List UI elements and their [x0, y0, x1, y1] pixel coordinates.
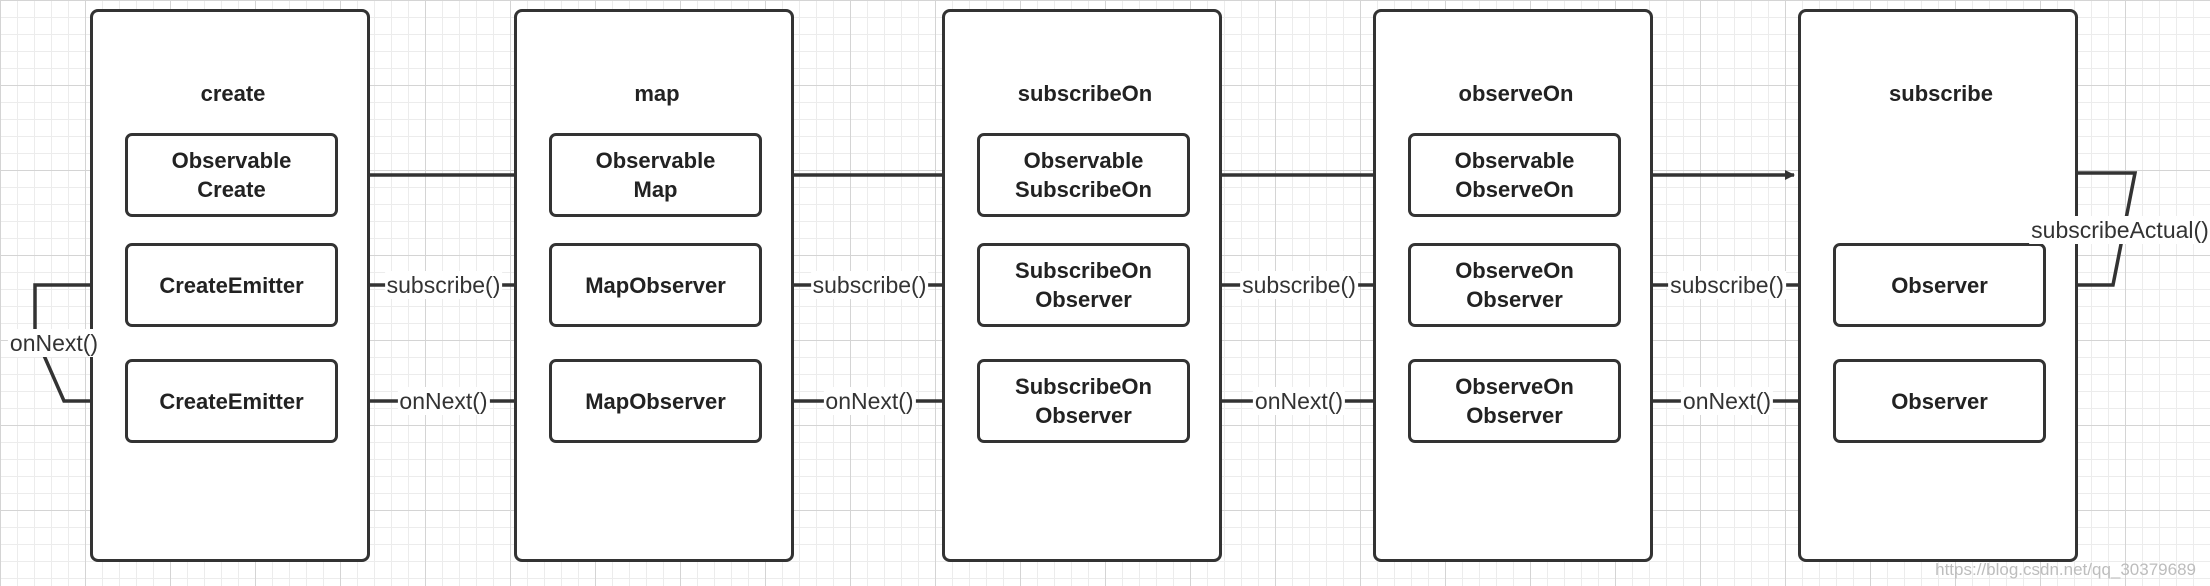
watermark: https://blog.csdn.net/qq_30379689	[1935, 560, 2196, 579]
label-onnext: onNext()	[397, 387, 490, 415]
node-label-line: Observer	[1035, 287, 1132, 312]
node-label-line: Observable	[171, 148, 292, 173]
node-label-line: Observable	[595, 148, 716, 173]
node-create-emitter-onnext: CreateEmitter	[125, 359, 338, 443]
node-label-line: Observer	[1891, 388, 1988, 414]
node-label-line: ObserveOn	[1455, 258, 1574, 283]
node-label-line: Observable	[1454, 148, 1575, 173]
node-map-emitter-subscribe: MapObserver	[549, 243, 762, 327]
label-subscribe: subscribe()	[810, 271, 929, 299]
node-label-line: SubscribeOn	[1015, 374, 1152, 399]
label-subscribe: subscribe()	[384, 271, 503, 299]
node-label-line: Observable	[1023, 148, 1144, 173]
node-label-line: Map	[633, 177, 678, 202]
column-title: subscribeOn	[1017, 81, 1153, 106]
node-label-line: MapObserver	[585, 388, 726, 414]
node-label-line: Create	[197, 177, 266, 202]
node-label-line: ObserveOn	[1455, 177, 1574, 202]
node-label-line: SubscribeOn	[1015, 177, 1152, 202]
node-label-line: CreateEmitter	[159, 272, 304, 298]
column-title: create	[200, 81, 266, 106]
node-create-emitter-subscribe: CreateEmitter	[125, 243, 338, 327]
label-subscribeactual: subscribeActual()	[2029, 216, 2210, 244]
node-label-line: Observer	[1035, 403, 1132, 428]
node-label-line: CreateEmitter	[159, 388, 304, 414]
node-label-line: ObserveOn	[1455, 374, 1574, 399]
node-subscribe-emitter-onnext: Observer	[1833, 359, 2046, 443]
label-onnext: onNext()	[1680, 387, 1774, 415]
column-title: subscribe	[1889, 81, 1993, 106]
node-map-emitter-onnext: MapObserver	[549, 359, 762, 443]
label-subscribe: subscribe()	[1668, 271, 1786, 299]
column-title: observeOn	[1458, 81, 1574, 106]
label-onnext-loop: onNext()	[7, 329, 101, 357]
label-onnext: onNext()	[1252, 387, 1346, 415]
node-label-line: Observer	[1466, 287, 1563, 312]
node-label-line: Observer	[1891, 272, 1988, 298]
label-subscribe: subscribe()	[1240, 271, 1358, 299]
node-label-line: MapObserver	[585, 272, 726, 298]
node-label-line: SubscribeOn	[1015, 258, 1152, 283]
label-onnext: onNext()	[823, 387, 916, 415]
column-title: map	[634, 81, 680, 106]
node-label-line: Observer	[1466, 403, 1563, 428]
node-subscribe-emitter-subscribe: Observer	[1833, 243, 2046, 327]
